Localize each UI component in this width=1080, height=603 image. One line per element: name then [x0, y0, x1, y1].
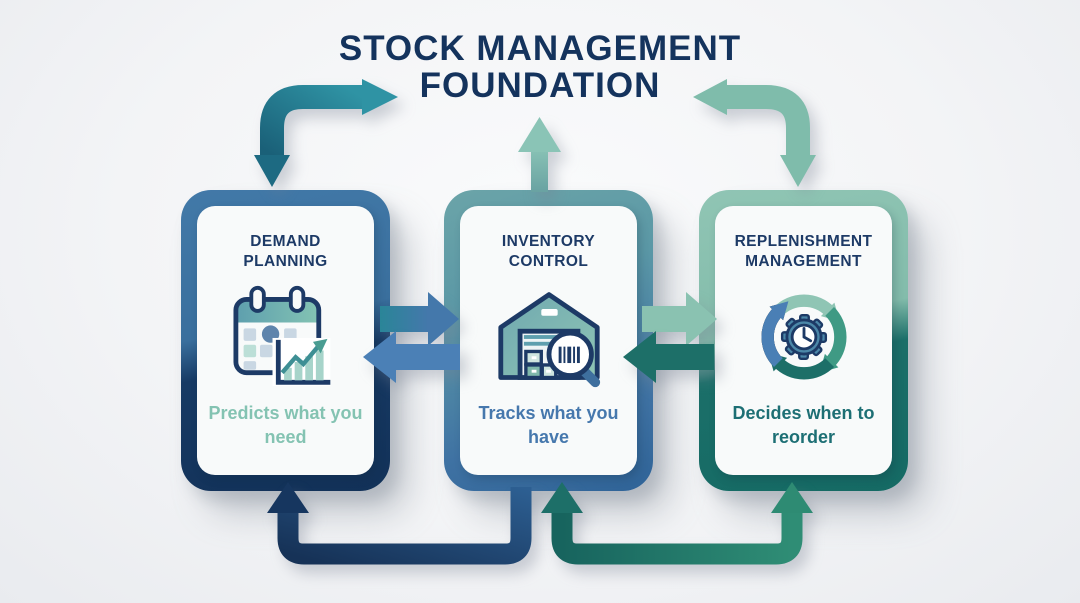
card-title-line: MANAGEMENT: [745, 253, 862, 271]
warehouse-barcode-icon: [489, 272, 609, 402]
card-inventory-control-face: INVENTORY CONTROL: [460, 206, 637, 475]
card-subtitle: Decides when to reorder: [732, 403, 875, 447]
card2-to-title-up-arrow: [518, 117, 561, 192]
card-inventory-control: INVENTORY CONTROL: [444, 190, 653, 491]
calendar-forecast-icon: [228, 272, 344, 402]
card-demand-planning: DEMAND PLANNING: [181, 190, 390, 491]
page-title-line1: STOCK MANAGEMENT: [338, 29, 742, 68]
card2-to-card1-bottom-u-arrow: [267, 482, 532, 565]
card2-card3-bottom-u-arrow: [541, 482, 813, 565]
cycle-gear-clock-icon: [747, 272, 861, 402]
card-replenishment-management-face: REPLENISHMENT MANAGEMENT: [715, 206, 892, 475]
card-title: REPLENISHMENT MANAGEMENT: [735, 232, 873, 272]
card-title-line: PLANNING: [243, 253, 328, 271]
card-title-line: DEMAND: [250, 233, 321, 250]
card-demand-planning-face: DEMAND PLANNING: [197, 206, 374, 475]
card-title-line: CONTROL: [508, 253, 589, 271]
card-subtitle: Predicts what you need: [208, 403, 363, 447]
card-title-line: INVENTORY: [501, 233, 596, 250]
card-title: INVENTORY CONTROL: [502, 232, 595, 272]
card-title-line: REPLENISHMENT: [734, 233, 873, 250]
card-title: DEMAND PLANNING: [243, 232, 327, 272]
card-replenishment-management: REPLENISHMENT MANAGEMENT: [699, 190, 908, 491]
page-title-line2: FOUNDATION: [419, 66, 661, 106]
card-subtitle: Tracks what you have: [478, 403, 619, 447]
page-title: STOCK MANAGEMENT FOUNDATION: [0, 30, 1080, 104]
